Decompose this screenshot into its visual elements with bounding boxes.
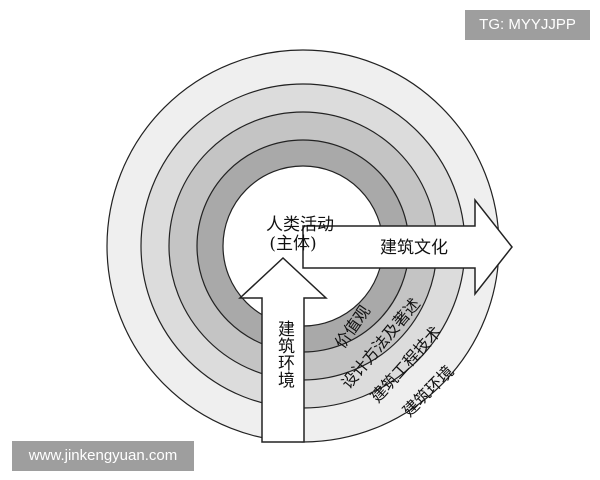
center-title: 人类活动 (266, 215, 334, 235)
up-arrow-environment (238, 256, 328, 443)
right-arrow-label: 建筑文化 (380, 238, 448, 258)
watermark-top-right: TG: MYYJJPP (465, 10, 590, 40)
up-arrow-label: 建筑环境 (274, 320, 295, 388)
watermark-bottom-left: www.jinkengyuan.com (12, 441, 194, 471)
center-subtitle: (主体) (269, 234, 316, 254)
right-arrow-culture (302, 197, 513, 297)
